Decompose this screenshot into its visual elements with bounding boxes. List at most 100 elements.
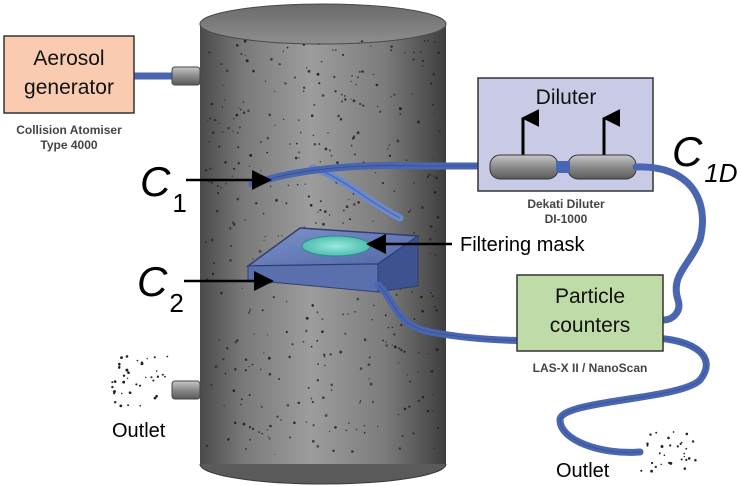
aerosol-particle [430,291,432,294]
aerosol-particle [348,218,352,221]
aerosol-particle [261,432,264,435]
aerosol-particle [262,212,265,215]
aerosol-particle [258,431,261,434]
outlet-particle [113,392,116,395]
aerosol-particle [413,232,416,234]
aerosol-particle [275,198,278,202]
inlet-connector [171,66,201,86]
aerosol-particle [351,74,353,77]
aerosol-particle [388,144,390,146]
aerosol-particle [384,314,387,317]
aerosol-particle [232,389,236,393]
aerosol-particle [356,131,360,135]
aerosol-particle [343,209,345,212]
aerosol-particle [259,170,262,172]
particle-counters-caption: LAS-X II / NanoScan [533,361,648,375]
aerosol-particle [266,151,269,154]
aerosol-particle [216,185,219,187]
aerosol-generator-caption-line2: Type 4000 [40,138,97,152]
aerosol-particle [267,436,270,438]
aerosol-particle [401,434,404,437]
outlet-particle [685,447,688,450]
aerosol-particle [307,386,310,389]
aerosol-particle [342,222,344,224]
outlet-particle [658,452,661,455]
aerosol-generator-label-line1: Aerosol [33,47,104,70]
aerosol-particle [268,372,272,376]
aerosol-particle [428,173,431,176]
aerosol-particle [305,421,308,423]
aerosol-particle [204,241,208,244]
aerosol-particle [329,353,332,356]
aerosol-particle [321,94,325,97]
outlet-particle [650,469,653,473]
aerosol-particle [408,210,410,213]
aerosol-particle [416,120,420,124]
outlet-particle [150,376,153,379]
aerosol-particle [244,369,247,372]
aerosol-particle [332,449,335,452]
aerosol-particle [398,347,401,350]
aerosol-particle [429,225,433,229]
aerosol-particle [333,75,336,79]
aerosol-particle [372,220,374,223]
aerosol-particle [310,345,313,348]
aerosol-particle [421,206,424,209]
aerosol-particle [242,111,246,115]
aerosol-particle [236,44,239,47]
aerosol-particle [393,345,397,349]
aerosol-particle [226,346,229,350]
aerosol-particle [395,293,398,296]
aerosol-particle [358,102,362,106]
aerosol-particle [432,157,435,160]
aerosol-particle [324,147,328,151]
aerosol-particle [332,49,334,51]
aerosol-particle [351,450,354,453]
aerosol-particle [375,83,379,87]
diluter-label: Diluter [536,86,597,109]
aerosol-particle [225,69,229,73]
aerosol-particle [344,98,347,101]
aerosol-particle [223,84,225,87]
aerosol-particle [356,297,360,301]
aerosol-particle [431,409,434,412]
filtering-mask [301,235,371,257]
aerosol-particle [360,40,363,43]
aerosol-particle [363,338,367,342]
outlet-particle [164,375,166,378]
outlet-left-spray [111,355,169,408]
aerosol-particle [281,234,283,237]
aerosol-particle [316,311,319,314]
aerosol-particle [318,43,320,45]
aerosol-particle [302,90,305,93]
aerosol-particle [403,407,407,411]
aerosol-particle [314,221,317,224]
outlet-particle [655,431,658,434]
aerosol-particle [214,365,218,369]
aerosol-particle [421,59,425,62]
aerosol-particle [348,198,350,201]
aerosol-particle [298,157,300,159]
aerosol-particle [432,175,435,178]
aerosol-particle [340,100,343,103]
aerosol-particle [418,351,420,354]
aerosol-particle [350,80,352,82]
outlet-particle [153,396,157,400]
aerosol-particle [353,153,356,156]
aerosol-particle [391,326,393,329]
aerosol-particle [228,226,232,230]
aerosol-particle [268,113,272,117]
aerosol-particle [269,424,272,428]
outlet-particle [646,444,649,447]
aerosol-particle [421,309,424,313]
aerosol-particle [344,332,347,335]
aerosol-particle [233,421,237,425]
aerosol-generator-caption-line1: Collision Atomiser [16,123,122,137]
aerosol-particle [317,363,320,366]
aerosol-particle [432,394,434,396]
aerosol-particle [286,404,290,407]
aerosol-particle [393,93,396,96]
particle-counters-label-line2: counters [550,314,631,337]
aerosol-particle [217,192,220,195]
outlet-particle [660,463,662,466]
